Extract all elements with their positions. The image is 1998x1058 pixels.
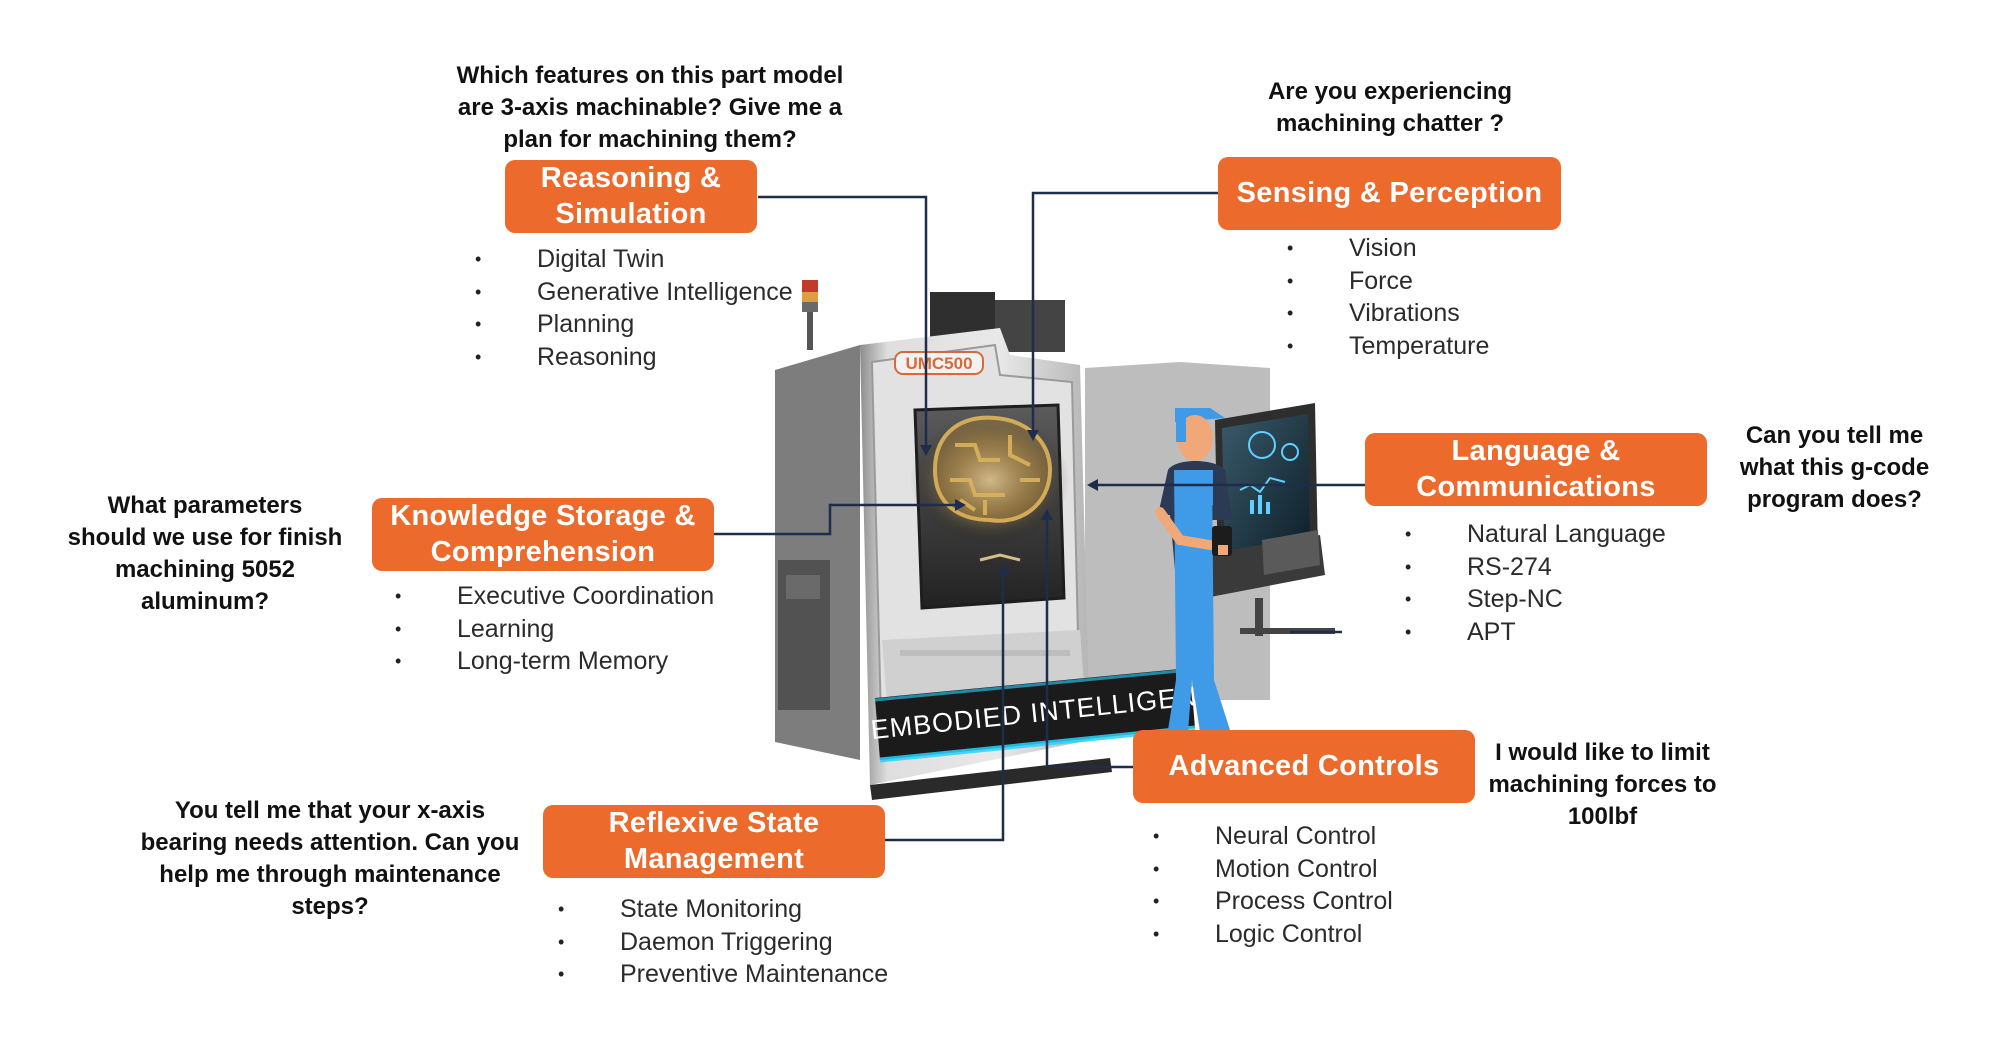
brain-circuit-icon (932, 415, 1053, 523)
list-item: Planning (475, 308, 793, 341)
list-item: Digital Twin (475, 243, 793, 276)
list-knowledge: Executive Coordination Learning Long-ter… (395, 580, 714, 678)
connector-reasoning (758, 195, 928, 445)
question-sensing: Are you experiencing machining chatter ? (1267, 78, 1513, 137)
module-box-sensing[interactable]: Sensing & Perception (1218, 157, 1561, 230)
control-panel-icon (1200, 403, 1335, 636)
connector-reflexive (885, 575, 1005, 842)
connector-knowledge (714, 503, 955, 536)
list-item: Executive Coordination (395, 580, 714, 613)
list-item: Preventive Maintenance (558, 958, 888, 991)
connector-arrowheads (920, 430, 1098, 575)
question-knowledge: What parameters should we use for finish… (67, 492, 343, 615)
module-box-reasoning[interactable]: Reasoning & Simulation (505, 160, 757, 233)
question-language: Can you tell me what this g-code program… (1739, 422, 1930, 513)
list-item: Neural Control (1153, 820, 1393, 853)
module-box-controls[interactable]: Advanced Controls (1133, 730, 1475, 803)
list-item: Temperature (1287, 330, 1489, 363)
list-item: Daemon Triggering (558, 926, 888, 959)
connector-sensing (1031, 191, 1218, 430)
module-box-knowledge[interactable]: Knowledge Storage & Comprehension (372, 498, 714, 571)
list-item: Long-term Memory (395, 645, 714, 678)
connector-lines (714, 191, 1365, 842)
list-item: Natural Language (1405, 518, 1666, 551)
list-item: Step-NC (1405, 583, 1666, 616)
module-box-reflexive[interactable]: Reflexive State Management (543, 805, 885, 878)
list-item: RS-274 (1405, 551, 1666, 584)
stack-light-icon (802, 280, 818, 350)
question-controls: I would like to limit machining forces t… (1488, 739, 1717, 830)
list-item: Process Control (1153, 885, 1393, 918)
list-reasoning: Digital Twin Generative Intelligence Pla… (475, 243, 793, 373)
list-item: Logic Control (1153, 918, 1393, 951)
list-item: State Monitoring (558, 893, 888, 926)
list-item: Force (1287, 265, 1489, 298)
connector-controls (1045, 520, 1133, 769)
list-item: Vision (1287, 232, 1489, 265)
list-reflexive: State Monitoring Daemon Triggering Preve… (558, 893, 888, 991)
machine-brand-label: UMC500 (905, 354, 972, 373)
module-box-language[interactable]: Language & Communications (1365, 433, 1707, 506)
list-language: Natural Language RS-274 Step-NC APT (1405, 518, 1666, 648)
question-reflexive: You tell me that your x-axis bearing nee… (140, 797, 520, 920)
list-item: Generative Intelligence (475, 276, 793, 309)
list-item: APT (1405, 616, 1666, 649)
operator-figure (1155, 408, 1232, 732)
list-item: Learning (395, 613, 714, 646)
list-sensing: Vision Force Vibrations Temperature (1287, 232, 1489, 362)
list-controls: Neural Control Motion Control Process Co… (1153, 820, 1393, 950)
list-item: Reasoning (475, 341, 793, 374)
list-item: Motion Control (1153, 853, 1393, 886)
list-item: Vibrations (1287, 297, 1489, 330)
question-reasoning: Which features on this part model are 3-… (456, 62, 844, 153)
